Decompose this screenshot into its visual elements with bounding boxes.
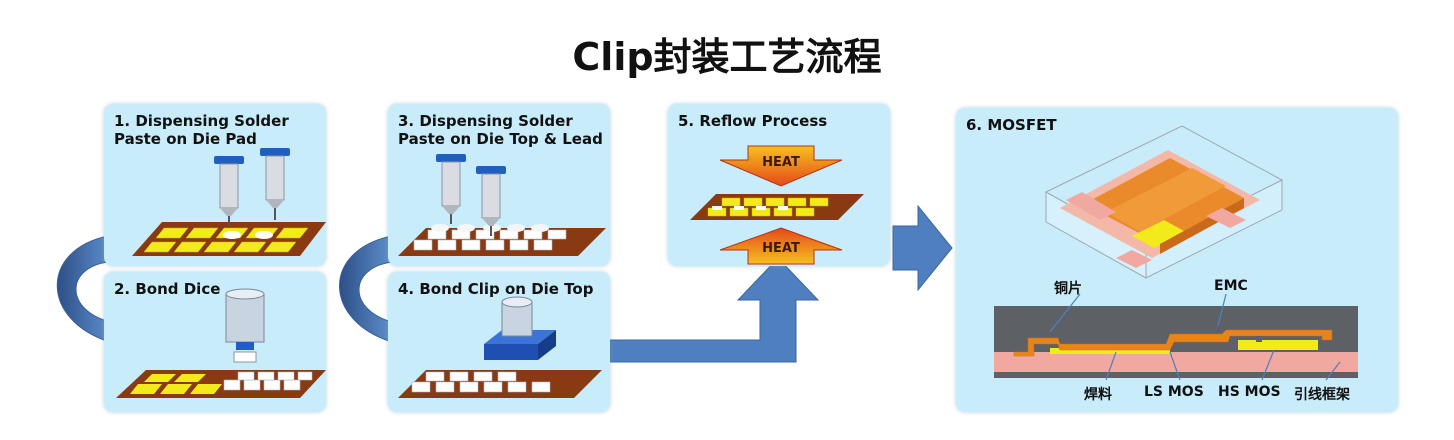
step-panel-6: 6. MOSFET — [956, 108, 1398, 412]
step-panel-4: 4. Bond Clip on Die Top — [388, 272, 610, 412]
solder-dot — [255, 231, 273, 239]
step-6-label: 6. MOSFET — [966, 116, 1057, 134]
page-title: Clip封装工艺流程 — [572, 35, 882, 79]
copper-clip-callout: 铜片 — [1054, 281, 1082, 297]
step-3-label-line1: 3. Dispensing Solder — [398, 112, 573, 130]
step-panel-5: 5. Reflow Process HEAT — [668, 104, 890, 266]
copper-clip-leader — [1049, 293, 1081, 333]
mosfet-3d-package — [1044, 125, 1284, 279]
bond-head — [225, 288, 265, 363]
step-6-illustration — [994, 125, 1358, 381]
step-panel-3: 3. Dispensing Solder Paste on Die Top & … — [388, 104, 610, 266]
hs-mos-die — [1238, 340, 1318, 350]
ls-mos-die — [1050, 348, 1170, 354]
dice-with-clips — [411, 371, 551, 393]
right-arrow-step5-to-step6 — [892, 204, 953, 292]
lead-frame-leader — [1325, 361, 1341, 381]
heat-label-bottom: HEAT — [762, 241, 800, 256]
dispenser-needle-right — [476, 166, 506, 236]
step-2-illustration — [116, 288, 326, 398]
die-pads — [130, 374, 222, 394]
elbow-arrow-step4-to-step5 — [609, 257, 820, 363]
hs-mos-leader — [1261, 349, 1275, 381]
emc-leader — [1217, 293, 1227, 327]
bonded-dice — [223, 371, 313, 391]
step-5-label: 5. Reflow Process — [678, 112, 827, 130]
solder-dot — [223, 231, 241, 239]
solder-blobs — [431, 224, 549, 232]
step-panel-2: 2. Bond Dice — [104, 272, 326, 412]
step-2-label-line1: 2. Bond Dice — [114, 280, 221, 298]
step-3-illustration — [398, 154, 606, 256]
reflow-clips — [712, 206, 788, 210]
step-5-illustration: HEAT HEAT — [690, 145, 864, 265]
heat-arrow-up — [719, 227, 843, 265]
step-1-label-line1: 1. Dispensing Solder — [114, 112, 289, 130]
lead-frame-callout: 引线框架 — [1294, 387, 1350, 403]
heat-label-top: HEAT — [762, 155, 800, 170]
copper-clip — [1013, 329, 1333, 357]
step-2-label: 2. Bond Dice — [114, 280, 220, 298]
dispenser-needle-right — [260, 148, 290, 220]
dispenser-needle-left — [436, 154, 466, 224]
step-5-label-line1: 5. Reflow Process — [678, 112, 828, 130]
solder-callout: 焊料 — [1084, 387, 1112, 403]
ls-mos-leader — [1169, 351, 1181, 381]
step-panel-1: 1. Dispensing Solder Paste on Die Pad — [104, 104, 326, 266]
step-1-illustration — [132, 148, 326, 256]
step-4-illustration — [398, 296, 602, 398]
step-3-label: 3. Dispensing Solder Paste on Die Top & … — [398, 112, 603, 148]
step-4-label-line1: 4. Bond Clip on Die Top — [398, 280, 594, 298]
step-3-label-line2: Paste on Die Top & Lead — [398, 130, 603, 148]
heat-arrow-down — [719, 145, 843, 187]
step-1-label-line2: Paste on Die Pad — [114, 130, 257, 148]
solder-leader — [1105, 351, 1117, 381]
hs-mos-callout: HS MOS — [1218, 384, 1281, 400]
dispenser-needle-left — [214, 156, 244, 226]
clip-bond-head — [484, 296, 556, 360]
emc-callout: EMC — [1214, 278, 1248, 294]
dice-with-solder — [413, 229, 567, 251]
mosfet-cross-section — [994, 293, 1358, 381]
step-6-label-line1: 6. MOSFET — [966, 116, 1057, 134]
step-4-label: 4. Bond Clip on Die Top — [398, 280, 593, 298]
ls-mos-callout: LS MOS — [1144, 384, 1204, 400]
step-1-label: 1. Dispensing Solder Paste on Die Pad — [114, 112, 289, 148]
